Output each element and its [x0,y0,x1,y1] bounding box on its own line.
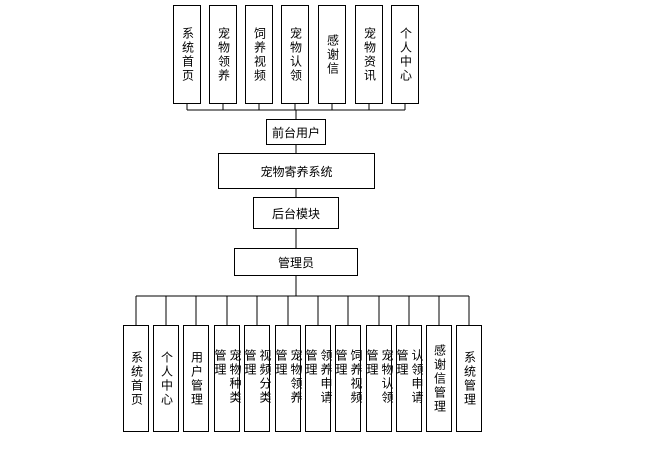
front-user-node: 前台用户 [266,119,326,145]
top-module-label: 宠物认领 [288,26,303,83]
bottom-module-pet-claim-management: 宠物认领管理 [365,325,394,432]
bottom-module-label: 宠物认领管理 [365,348,394,405]
admin-node: 管理员 [234,248,358,276]
bottom-module-claim-application-management: 认领申请管理 [395,325,424,432]
top-module-pet-news: 宠物资讯 [355,5,383,104]
bottom-module-home: 系统首页 [123,325,149,432]
bottom-module-label: 系统管理 [462,350,477,407]
bottom-module-user-management: 用户管理 [183,325,209,432]
system-label: 宠物寄养系统 [260,164,333,179]
bottom-module-label: 宠物领养管理 [274,348,303,405]
bottom-module-label: 宠物种类管理 [213,348,242,405]
bottom-module-personal-center: 个人中心 [153,325,179,432]
top-module-pet-adoption: 宠物领养 [209,5,237,104]
top-module-thank-letter: 感谢信 [318,5,346,104]
top-module-feeding-video: 饲养视频 [245,5,273,104]
admin-label: 管理员 [277,255,314,270]
top-module-label: 个人中心 [398,26,413,83]
bottom-module-system-management: 系统管理 [456,325,482,432]
bottom-module-label: 饲养视频管理 [334,348,363,405]
bottom-module-label: 感谢信管理 [432,343,447,414]
bottom-module-feeding-video-management: 饲养视频管理 [334,325,363,432]
bottom-module-video-category-management: 视频分类管理 [243,325,272,432]
top-module-label: 饲养视频 [252,26,267,83]
backend-label: 后台模块 [271,206,320,221]
bottom-module-thank-letter-management: 感谢信管理 [426,325,452,432]
bottom-module-pet-category-management: 宠物种类管理 [213,325,242,432]
top-module-home: 系统首页 [173,5,201,104]
top-module-label: 宠物资讯 [362,26,377,83]
top-module-personal-center: 个人中心 [391,5,419,104]
bottom-module-label: 系统首页 [129,350,144,407]
bottom-module-label: 用户管理 [189,350,204,407]
bottom-module-label: 认领申请管理 [395,348,424,405]
top-module-pet-claim: 宠物认领 [281,5,309,104]
bottom-module-label: 个人中心 [159,350,174,407]
system-node: 宠物寄养系统 [218,153,375,189]
bottom-module-adoption-application-management: 领养申请管理 [304,325,333,432]
bottom-module-pet-adoption-management: 宠物领养管理 [274,325,303,432]
bottom-module-label: 领养申请管理 [304,348,333,405]
front-user-label: 前台用户 [271,125,320,140]
backend-node: 后台模块 [253,197,339,229]
top-module-label: 感谢信 [325,33,340,76]
top-module-label: 宠物领养 [216,26,231,83]
top-module-label: 系统首页 [180,26,195,83]
bottom-module-label: 视频分类管理 [243,348,272,405]
